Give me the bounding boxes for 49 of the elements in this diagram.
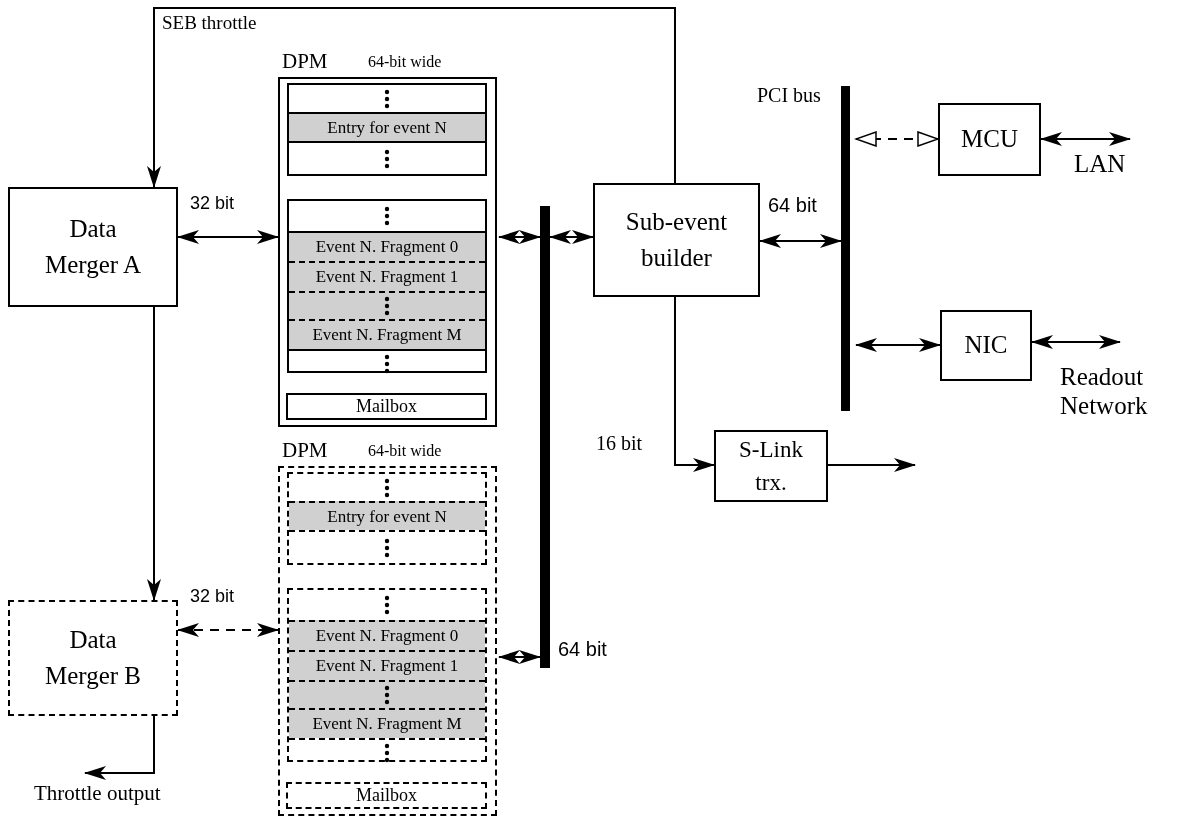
arrow [674, 296, 715, 472]
arrow [855, 131, 939, 147]
memory-entry: Mailbox [286, 782, 487, 809]
arrow [549, 230, 594, 244]
shaded-row [289, 680, 485, 708]
arrow [147, 306, 161, 601]
box-label: NIC [964, 330, 1008, 361]
arrow [1040, 132, 1131, 146]
memory-entry: Event N. Fragment 1 [289, 650, 485, 680]
arrow [84, 715, 155, 780]
memory-entry: Event N. Fragment 0 [289, 231, 485, 261]
memory-block [287, 472, 487, 565]
box-label: Sub-event builder [624, 206, 729, 273]
arrow [147, 7, 676, 188]
shaded-row [289, 291, 485, 319]
box-label: Data Merger A [43, 213, 142, 280]
box-label: S-Link trx. [738, 435, 804, 497]
memory-width-label: 64-bit wide [368, 442, 442, 460]
memory-block [287, 83, 487, 176]
arrow [498, 650, 541, 664]
arrow [177, 623, 279, 637]
memory-width-label: 64-bit wide [368, 53, 442, 71]
process-box [938, 103, 1041, 176]
arrow [759, 234, 842, 248]
memory-entry: Entry for event N [289, 501, 485, 530]
process-box [8, 600, 178, 716]
process-box [940, 310, 1032, 381]
arrow [498, 230, 541, 244]
process-box [8, 187, 178, 307]
memory-title: DPM [282, 438, 328, 463]
bus-width-label: 64 bit [558, 638, 607, 661]
bus-label: PCI bus [757, 84, 821, 107]
arrow [827, 458, 916, 472]
box-label: Data Merger B [43, 624, 142, 691]
memory-block [287, 588, 487, 762]
memory-entry: Entry for event N [289, 112, 485, 141]
memory-entry: Event N. Fragment 1 [289, 261, 485, 291]
memory-entry: Event N. Fragment M [289, 708, 485, 738]
process-box [714, 430, 828, 502]
arrow [855, 338, 941, 352]
memory-title: DPM [282, 49, 328, 74]
memory-block [287, 199, 487, 373]
memory-entry: Event N. Fragment M [289, 319, 485, 349]
arrow [1031, 335, 1121, 349]
arrow [177, 230, 279, 244]
box-label: MCU [961, 124, 1018, 155]
process-box [593, 183, 760, 297]
memory-entry: Event N. Fragment 0 [289, 620, 485, 650]
memory-entry: Mailbox [286, 393, 487, 420]
